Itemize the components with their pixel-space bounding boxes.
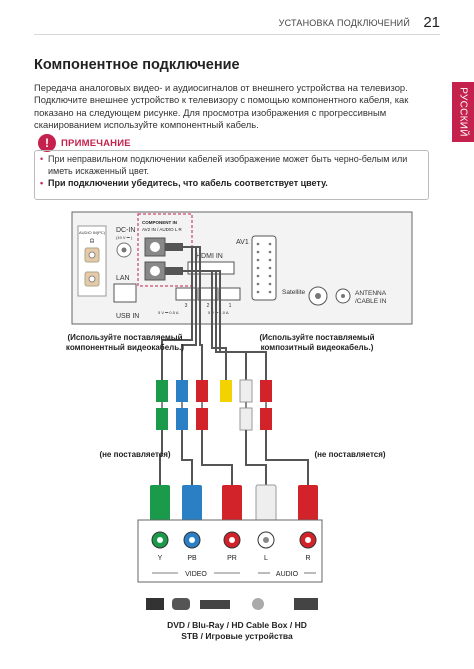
usb-rating: 5 V ⎓ 0.5 A: [158, 310, 179, 315]
port-r-label: R: [305, 555, 310, 562]
satellite-label: Satellite: [282, 289, 306, 296]
intro-paragraph: Передача аналоговых видео- и аудиосигнал…: [34, 82, 409, 130]
headphone-icon: 🎧: [90, 238, 95, 243]
note-item: При подключении убедитесь, что кабель со…: [40, 177, 410, 189]
dc-in-sublabel: (19 V ⎓ ): [116, 235, 133, 240]
usb-label: USB IN: [116, 313, 139, 320]
hdmi-port-1: [219, 287, 241, 301]
hdmi-in-label: HDMI IN: [196, 253, 223, 260]
av1-label: AV1: [236, 239, 249, 246]
audio-group-label: AUDIO: [276, 571, 299, 578]
player-icon: [200, 600, 230, 609]
dvd-icon: [146, 598, 164, 610]
av2-in-label: AV2 IN / AUDIO L R: [142, 227, 183, 232]
hdmi-port-label: 1: [229, 303, 232, 309]
large-plugs: [150, 484, 318, 526]
audio-in-label: AUDIO IN(PC): [79, 230, 106, 235]
disc-icon: [252, 598, 264, 610]
gamepad-icon: [172, 598, 190, 610]
port-pb-label: PB: [187, 555, 197, 562]
lan-port: [113, 283, 137, 303]
video-group-label: VIDEO: [185, 571, 207, 578]
not-supplied-right: (не поставляется): [314, 450, 386, 459]
dc-in-label: DC-IN: [116, 227, 135, 234]
composite-cable-label: (Используйте поставляемый композитный ви…: [259, 333, 375, 352]
component-cable-label: (Используйте поставляемый компонентный в…: [65, 333, 185, 352]
note-title: ПРИМЕЧАНИЕ: [61, 137, 131, 149]
port-y-label: Y: [158, 555, 163, 562]
page-title: Компонентное подключение: [34, 57, 240, 73]
lower-component-plugs: [156, 407, 272, 431]
note-list: При неправильном подключении кабелей изо…: [40, 153, 410, 189]
hdmi-port-row: [175, 287, 241, 301]
hdmi-port-label: 3: [185, 303, 188, 309]
note-header: ! ПРИМЕЧАНИЕ: [38, 134, 131, 152]
device-jacks: [151, 531, 317, 549]
upper-component-plugs: [156, 379, 272, 403]
antenna-label: ANTENNA: [355, 290, 387, 297]
lan-label: LAN: [116, 275, 130, 282]
scart-port: [251, 235, 277, 301]
header-divider: [34, 34, 440, 35]
device-icons: [146, 598, 318, 610]
usb-rating: 5 V ⎓ 1.0 A: [208, 310, 229, 315]
section-title: УСТАНОВКА ПОДКЛЮЧЕНИЙ: [278, 18, 410, 28]
page-number: 21: [423, 14, 440, 31]
device-list: DVD / Blu-Ray / HD Cable Box / HD STB / …: [0, 620, 474, 642]
tv-back-panel: [71, 211, 413, 325]
exclamation-icon: !: [38, 134, 56, 152]
port-pr-label: PR: [227, 555, 237, 562]
settop-icon: [294, 598, 318, 610]
language-tab: РУССКИЙ: [452, 82, 474, 142]
note-item: При неправильном подключении кабелей изо…: [40, 153, 410, 177]
component-in-label: COMPONENT IN: [142, 220, 177, 225]
device-list-line-1: DVD / Blu-Ray / HD Cable Box / HD: [167, 620, 307, 630]
port-l-label: L: [264, 555, 268, 562]
device-list-line-2: STB / Игровые устройства: [181, 631, 293, 641]
antenna-label-2: /CABLE IN: [355, 298, 387, 305]
device-panel: [137, 519, 323, 583]
not-supplied-left: (не поставляется): [99, 450, 171, 459]
note-box: [34, 150, 429, 200]
hdmi-port-label: 2: [207, 303, 210, 309]
